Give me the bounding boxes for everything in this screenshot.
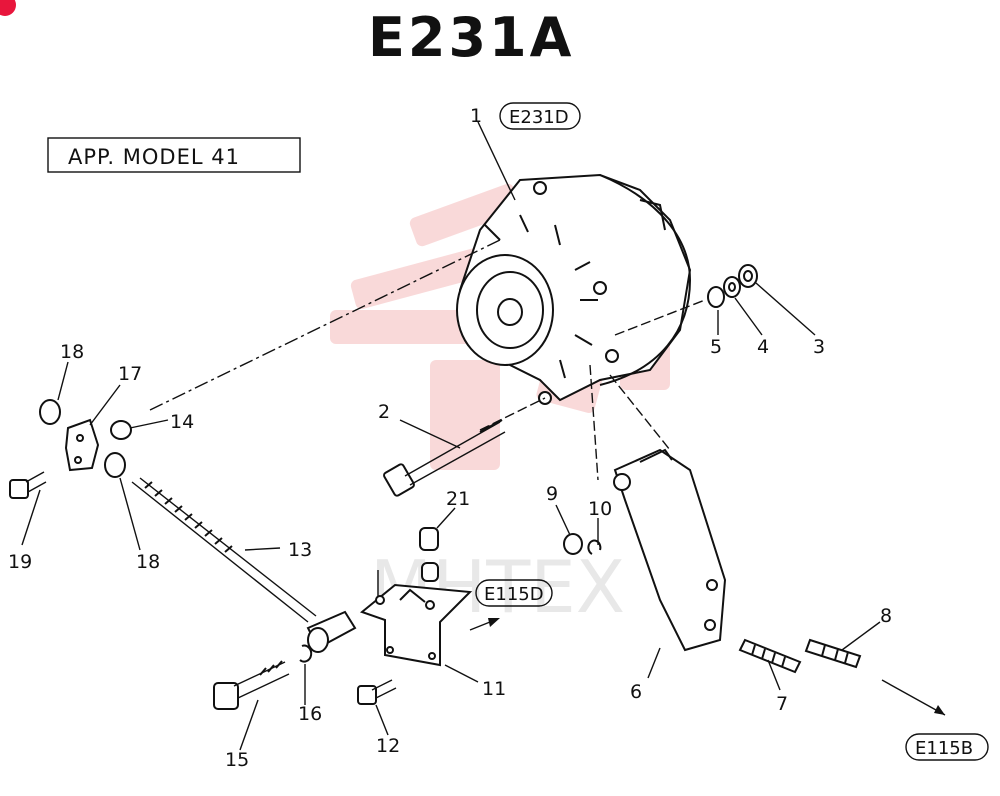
part-label-18-lower: 18 [136,551,160,573]
ref-capsule-e115b [905,733,989,761]
bolt-2 [383,419,506,497]
part-label-16: 16 [298,703,322,725]
ref-capsule-e115d [475,579,553,607]
callout-lines [21,282,946,751]
part-label-18-upper: 18 [60,341,84,363]
part-label-19: 19 [8,551,32,573]
bolt-19 [9,471,47,499]
part-label-21: 21 [446,488,470,510]
part-label-5: 5 [710,336,722,358]
part-label-3: 3 [813,336,825,358]
diagram-title: E231A [368,6,574,69]
part-label-13: 13 [288,539,312,561]
leader-lines [149,121,706,600]
stud-8 [804,638,862,669]
block-17 [64,418,100,472]
part-label-12: 12 [376,735,400,757]
arrow-e115d [488,618,500,627]
adjust-bracket-6 [613,448,727,652]
part-label-8: 8 [880,605,892,627]
bolt-15 [213,660,290,710]
alternator [456,173,692,405]
part-label-1: 1 [470,105,482,127]
part-label-15: 15 [225,749,249,771]
part-label-14: 14 [170,411,194,433]
part-label-9: 9 [546,483,558,505]
part-label-11: 11 [482,678,506,700]
part-label-2: 2 [378,401,390,423]
nut-18-lower [104,452,126,478]
model-label-box [47,137,301,173]
part-label-17: 17 [118,363,142,385]
ref-e115b: E115B [915,738,973,759]
ref-e231d: E231D [509,107,569,128]
nut-washer-set-3-4-5 [707,264,758,308]
ref-capsule-e231d [499,102,581,130]
part-label-7: 7 [776,693,788,715]
bolt-12 [357,679,397,705]
ref-e115d: E115D [484,584,544,605]
part-label-6: 6 [630,681,642,703]
spacer-21 [419,527,439,551]
corner-badge [0,0,16,16]
model-label: APP. MODEL 41 [68,145,240,169]
nut-9 [563,533,583,555]
spacer-14 [110,420,132,440]
clip-10 [587,539,602,555]
lock-washer-16 [299,644,313,663]
part-label-4: 4 [757,336,769,358]
part-label-10: 10 [588,498,612,520]
spacer-21-lower [421,562,439,582]
arrow-e115b [934,705,945,715]
nut-18-upper [39,399,61,425]
stud-7 [738,638,802,674]
adjust-rod-13 [131,477,357,653]
bracket-11 [359,583,473,667]
